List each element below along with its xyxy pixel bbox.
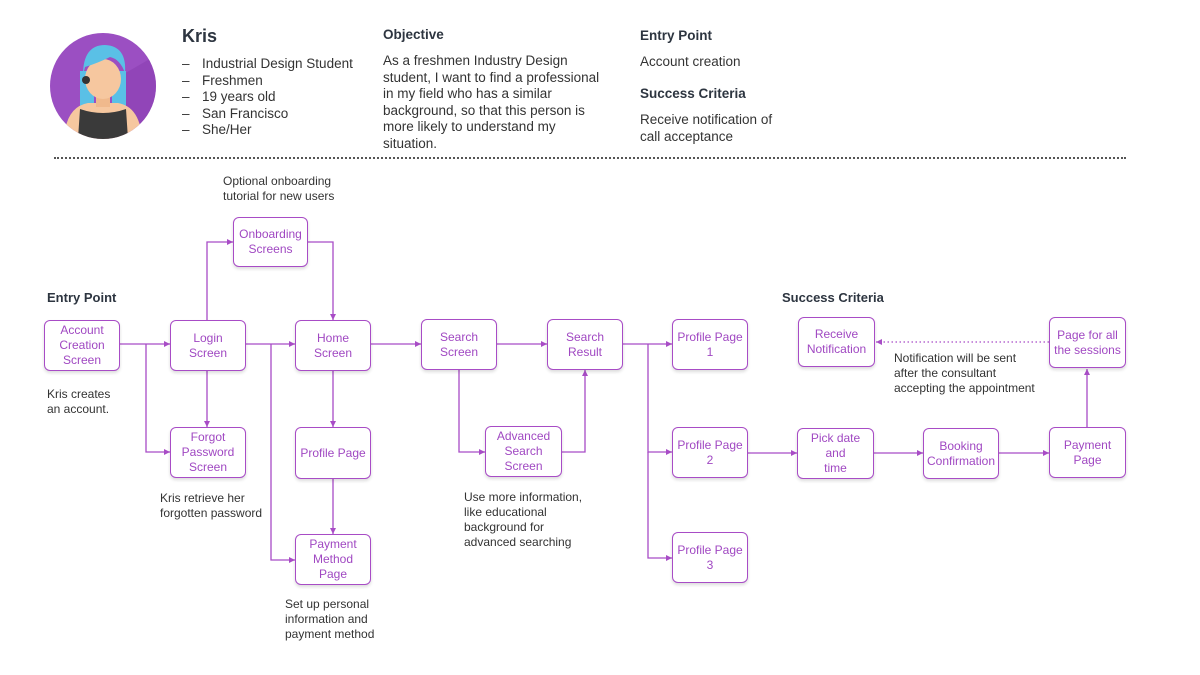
persona-detail: 19 years old <box>182 89 372 106</box>
persona-details: Industrial Design Student Freshmen 19 ye… <box>182 56 372 139</box>
success-text: Receive notification of call acceptance <box>640 112 773 144</box>
connector <box>562 370 588 453</box>
node-profile-page[interactable]: Profile Page <box>295 427 371 479</box>
entry-text: Account creation <box>640 54 741 69</box>
node-advanced-search[interactable]: Advanced Search Screen <box>485 426 562 477</box>
divider <box>54 157 1126 159</box>
node-profile-page-3[interactable]: Profile Page 3 <box>672 532 748 583</box>
note-onboarding: Optional onboarding tutorial for new use… <box>223 174 335 203</box>
node-home[interactable]: Home Screen <box>295 320 371 371</box>
node-receive-notification[interactable]: Receive Notification <box>798 317 875 367</box>
persona-detail: San Francisco <box>182 106 372 123</box>
connector <box>145 344 170 455</box>
entry-heading: Entry Point <box>640 28 713 43</box>
connector <box>647 344 672 455</box>
node-profile-page-1[interactable]: Profile Page 1 <box>672 319 748 370</box>
node-payment-page[interactable]: Payment Page <box>1049 427 1126 478</box>
node-search-result[interactable]: Search Result <box>547 319 623 370</box>
connector <box>206 239 233 320</box>
success-heading: Success Criteria <box>640 86 746 101</box>
persona-detail: She/Her <box>182 122 372 139</box>
persona-detail: Freshmen <box>182 73 372 90</box>
connector <box>647 452 672 561</box>
persona-detail: Industrial Design Student <box>182 56 372 73</box>
note-notification: Notification will be sent after the cons… <box>894 351 1035 395</box>
avatar <box>50 33 156 139</box>
node-payment-method[interactable]: Payment Method Page <box>295 534 371 585</box>
node-pick-date[interactable]: Pick date and time <box>797 428 874 479</box>
flow-success-label: Success Criteria <box>782 290 884 305</box>
connector <box>308 241 336 320</box>
node-login[interactable]: Login Screen <box>170 320 246 371</box>
flow-entry-label: Entry Point <box>47 290 117 305</box>
node-profile-page-2[interactable]: Profile Page 2 <box>672 427 748 478</box>
node-account-creation[interactable]: Account Creation Screen <box>44 320 120 371</box>
note-retrieve-password: Kris retrieve her forgotten password <box>160 491 263 520</box>
persona-name: Kris <box>182 26 218 46</box>
note-creates-account: Kris creates an account. <box>47 387 111 416</box>
objective-text: As a freshmen Industry Design student, I… <box>383 53 600 151</box>
note-advanced-search: Use more information, like educational b… <box>464 490 583 549</box>
connector <box>270 344 295 563</box>
node-onboarding[interactable]: Onboarding Screens <box>233 217 308 267</box>
node-page-for-all-sessions[interactable]: Page for all the sessions <box>1049 317 1126 368</box>
node-forgot-password[interactable]: Forgot Password Screen <box>170 427 246 478</box>
note-payment-setup: Set up personal information and payment … <box>285 597 375 641</box>
connector <box>458 370 485 455</box>
node-booking-confirmation[interactable]: Booking Confirmation <box>923 428 999 479</box>
objective-heading: Objective <box>383 27 444 42</box>
node-search[interactable]: Search Screen <box>421 319 497 370</box>
